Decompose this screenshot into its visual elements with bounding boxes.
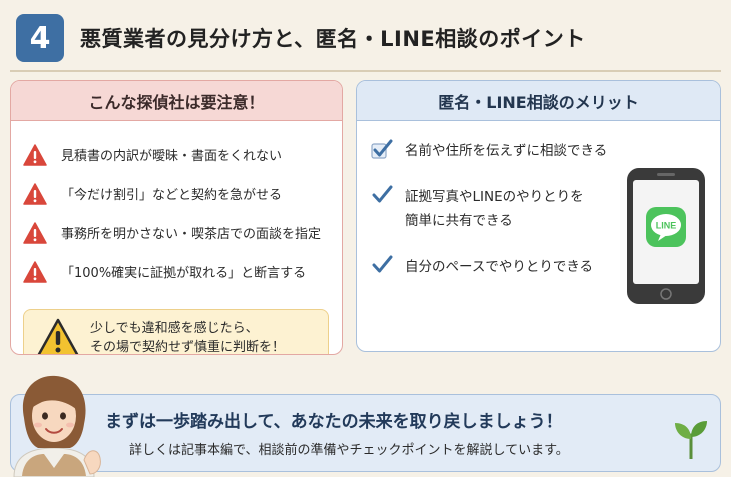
warning-panel-header: こんな探偵社は要注意！ <box>11 81 342 121</box>
header-divider <box>10 70 721 72</box>
section-header: 4 悪質業者の見分け方と、匿名・LINE相談のポイント <box>10 10 721 66</box>
merit-item-line: 名前や住所を伝えずに相談できる <box>405 143 608 159</box>
smartphone-icon: LINE <box>627 168 705 304</box>
footer-banner: まずは一歩踏み出して、あなたの未来を取り戻しましょう！ 詳しくは記事本編で、相談… <box>10 394 721 472</box>
list-item: 事務所を明かさない・喫茶店での面談を指定 <box>23 213 342 252</box>
caution-triangle-icon <box>37 318 79 354</box>
list-item: 自分のペースでやりとりできる <box>371 255 607 279</box>
warning-triangle-icon <box>23 182 47 205</box>
sprout-icon <box>675 421 707 459</box>
merit-item-line: 簡単に共有できる <box>405 213 513 229</box>
warning-triangle-icon <box>23 260 47 283</box>
merit-item-text: 自分のペースでやりとりできる <box>405 255 593 279</box>
list-item: 「100%確実に証拠が取れる」と断言する <box>23 252 342 291</box>
warning-item-text: 見積書の内訳が曖昧・書面をくれない <box>61 149 283 164</box>
check-icon <box>372 185 393 203</box>
merit-panel-title: 匿名・LINE相談のメリット <box>438 92 639 112</box>
warning-item-text: 「100%確実に証拠が取れる」と断言する <box>61 266 307 281</box>
woman-avatar-illustration <box>13 375 101 477</box>
footer-subtext: 詳しくは記事本編で、相談前の準備やチェックポイントを解説しています。 <box>129 443 569 458</box>
checkbox-checked-icon <box>371 139 393 159</box>
caution-callout: 少しでも違和感を感じたら、 その場で契約せず慎重に判断を！ <box>23 309 329 355</box>
section-number-badge: 4 <box>16 14 64 62</box>
warning-panel-title: こんな探偵社は要注意！ <box>88 92 265 112</box>
list-item: 「今だけ割引」などと契約を急がせる <box>23 174 342 213</box>
warning-list: 見積書の内訳が曖昧・書面をくれない 「今だけ割引」などと契約を急がせる 事務所を… <box>11 121 342 291</box>
merit-panel-header: 匿名・LINE相談のメリット <box>357 81 720 121</box>
merit-item-line: 自分のペースでやりとりできる <box>405 259 594 275</box>
page-title: 悪質業者の見分け方と、匿名・LINE相談のポイント <box>80 27 586 51</box>
merit-item-text: 名前や住所を伝えずに相談できる <box>405 139 607 163</box>
caution-line-2: その場で契約せず慎重に判断を！ <box>90 340 286 355</box>
warning-item-text: 事務所を明かさない・喫茶店での面談を指定 <box>61 227 322 242</box>
line-logo-text: LINE <box>656 221 677 231</box>
list-item: 見積書の内訳が曖昧・書面をくれない <box>23 135 342 174</box>
warning-panel: こんな探偵社は要注意！ 見積書の内訳が曖昧・書面をくれない 「今だけ割引」などと… <box>10 80 343 355</box>
warning-item-text: 「今だけ割引」などと契約を急がせる <box>61 188 283 203</box>
footer-headline: まずは一歩踏み出して、あなたの未来を取り戻しましょう！ <box>105 412 563 432</box>
merit-panel: 匿名・LINE相談のメリット 名前や住所を伝えずに相談できる 証拠写真やLINE… <box>356 80 721 352</box>
caution-line-1: 少しでも違和感を感じたら、 <box>90 321 259 336</box>
merit-list: 名前や住所を伝えずに相談できる 証拠写真やLINEのやりとりを 簡単に共有できる… <box>371 139 607 301</box>
merit-item-text: 証拠写真やLINEのやりとりを 簡単に共有できる <box>405 185 584 233</box>
merit-item-line: 証拠写真やLINEのやりとりを <box>405 189 584 205</box>
caution-text: 少しでも違和感を感じたら、 その場で契約せず慎重に判断を！ <box>90 319 286 355</box>
warning-triangle-icon <box>23 221 47 244</box>
check-icon <box>372 255 393 273</box>
warning-triangle-icon <box>23 143 47 166</box>
list-item: 名前や住所を伝えずに相談できる <box>371 139 607 163</box>
list-item: 証拠写真やLINEのやりとりを 簡単に共有できる <box>371 185 607 233</box>
